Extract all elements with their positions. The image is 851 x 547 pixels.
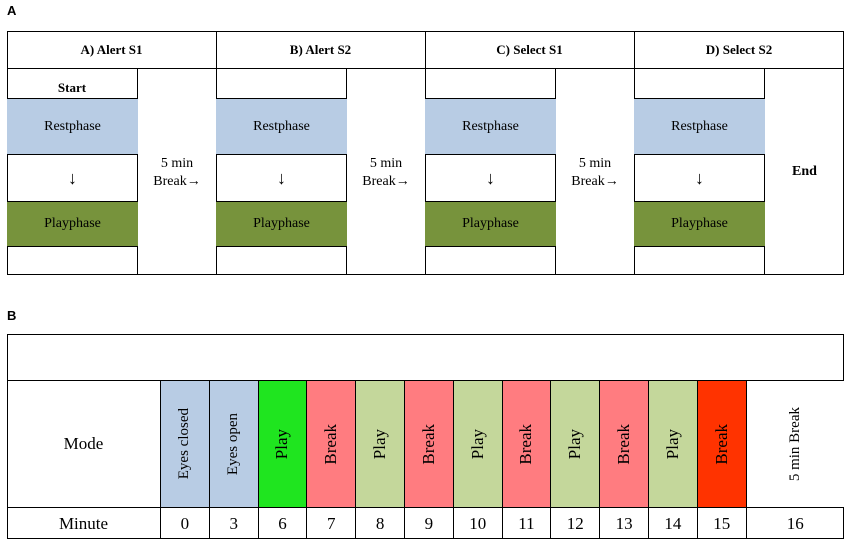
playphase-block: Playphase <box>216 201 347 247</box>
timeline-column-sep <box>599 381 601 539</box>
column-sep <box>216 68 217 275</box>
mode-text: 5 min Break <box>786 406 803 482</box>
timeline-column-sep <box>501 381 503 539</box>
break-text: Break→ <box>362 174 410 189</box>
break-duration: 5 min <box>369 156 403 171</box>
start-label: Start <box>57 80 87 95</box>
mode-cell: Break <box>502 381 551 507</box>
timeline-column-sep <box>208 381 210 539</box>
mode-text: Play <box>662 428 682 460</box>
mode-cell: Eyes closed <box>161 381 209 507</box>
minute-cell: 7 <box>327 513 336 533</box>
break-duration: 5 min <box>578 156 612 171</box>
stage-header: B) Alert S2 <box>289 41 352 57</box>
restphase-block: Restphase <box>216 98 347 155</box>
column-sep <box>425 68 426 275</box>
minute-cell: 16 <box>786 513 804 533</box>
timeline-column-sep <box>257 381 259 539</box>
mode-text: Break <box>418 423 438 465</box>
timeline-column-sep <box>355 381 357 539</box>
restphase-block: Restphase <box>7 98 138 155</box>
playphase-block: Playphase <box>634 201 765 247</box>
break-label: 5 min Break→ <box>556 150 634 196</box>
minute-cell: 8 <box>375 513 385 533</box>
timeline-column-sep <box>550 381 552 539</box>
timeline-column-sep <box>306 381 308 539</box>
playphase-block: Playphase <box>425 201 556 247</box>
timeline-column-sep <box>648 381 649 539</box>
stage-header: C) Select S1 <box>496 41 563 57</box>
mode-cell: 5 min Break <box>746 381 844 507</box>
mode-text: Play <box>467 428 487 460</box>
timeline-column-sep <box>696 381 698 539</box>
minute-cell: 12 <box>566 513 584 533</box>
playphase-block: Playphase <box>7 201 138 247</box>
restphase-block: Restphase <box>634 98 765 155</box>
timeline-column-sep <box>745 381 747 539</box>
mode-label: Mode <box>63 434 104 453</box>
timeline-minute-divider <box>7 507 844 508</box>
header-sep <box>634 31 635 69</box>
minute-cell: 6 <box>278 513 287 533</box>
minute-cell: 14 <box>664 513 682 533</box>
mode-cell: Break <box>405 381 453 507</box>
end-label: End <box>792 164 817 179</box>
mode-cell: Play <box>258 381 307 507</box>
minute-cell: 3 <box>229 513 238 533</box>
mode-cell: Break <box>307 381 356 507</box>
column-sep <box>764 68 765 275</box>
column-sep <box>346 68 347 275</box>
mode-cell: Play <box>649 381 697 507</box>
minute-cell: 13 <box>615 513 633 533</box>
mode-text: Play <box>565 428 585 460</box>
mode-cell: Play <box>453 381 502 507</box>
arrow-down-icon: ↓ <box>68 167 77 188</box>
minute-cell: 10 <box>469 513 487 533</box>
break-duration: 5 min <box>160 156 194 171</box>
minute-cell: 11 <box>518 513 535 533</box>
break-label: 5 min Break→ <box>347 150 425 196</box>
mode-cell: Play <box>356 381 404 507</box>
mode-text: Break <box>614 423 634 465</box>
mode-text: Play <box>272 428 292 460</box>
timeline-column-sep <box>160 381 161 539</box>
timeline-column-sep <box>404 381 405 539</box>
stage-header: A) Alert S1 <box>80 41 143 57</box>
column-sep <box>137 68 138 275</box>
timeline-column-sep <box>452 381 454 539</box>
restphase-block: Restphase <box>425 98 556 155</box>
mode-cell: Break <box>600 381 648 507</box>
break-label: 5 min Break→ <box>138 150 216 196</box>
mode-cell: Break <box>697 381 746 507</box>
break-text: Break→ <box>571 174 619 189</box>
header-sep <box>425 31 426 69</box>
minute-label: Minute <box>58 513 109 533</box>
mode-cell: Play <box>551 381 600 507</box>
mode-text: Eyes open <box>225 412 242 476</box>
stage-header: D) Select S2 <box>705 41 773 57</box>
arrow-down-icon: ↓ <box>277 167 286 188</box>
mode-text: Break <box>321 423 341 465</box>
timeline-top-divider <box>7 380 844 381</box>
column-sep <box>634 68 635 275</box>
mode-text: Play <box>370 428 390 460</box>
column-sep <box>555 68 556 275</box>
break-text: Break→ <box>153 174 201 189</box>
panel-b-label: B <box>7 308 17 323</box>
minute-cell: 0 <box>180 513 190 533</box>
mode-text: Break <box>516 423 536 465</box>
mode-cell: Eyes open <box>209 381 258 507</box>
panel-a-label: A <box>7 3 17 18</box>
mode-text: Eyes closed <box>176 408 193 480</box>
arrow-down-icon: ↓ <box>486 167 495 188</box>
minute-cell: 9 <box>424 513 434 533</box>
header-sep <box>216 31 217 69</box>
minute-cell: 15 <box>713 513 731 533</box>
mode-text: Break <box>711 423 731 465</box>
arrow-down-icon: ↓ <box>695 167 704 188</box>
